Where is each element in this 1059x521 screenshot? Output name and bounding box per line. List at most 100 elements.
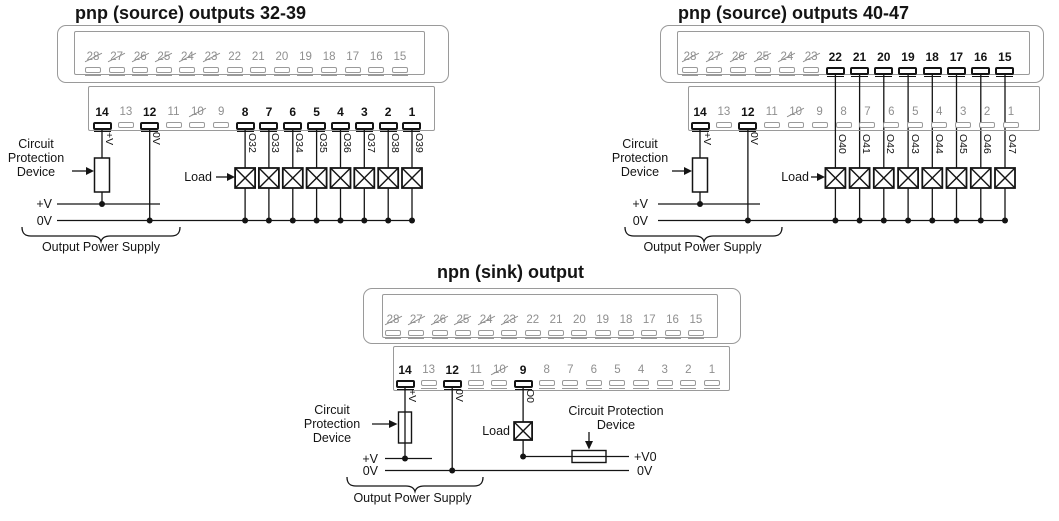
terminal: 21 bbox=[850, 50, 870, 77]
terminal: 3 bbox=[953, 106, 973, 131]
terminal-pin bbox=[155, 67, 172, 76]
terminal: 22 bbox=[825, 51, 845, 77]
terminal-pin bbox=[656, 380, 673, 389]
terminal: 10 bbox=[786, 106, 806, 131]
npn-zero-v-label: 0V bbox=[362, 464, 378, 478]
terminal-pin bbox=[703, 380, 720, 389]
terminal: 5 bbox=[607, 364, 627, 389]
terminal-pin bbox=[738, 122, 758, 132]
terminal-pin bbox=[979, 122, 996, 131]
pnp40-title: pnp (source) outputs 40-47 bbox=[678, 3, 910, 23]
terminal: 6 bbox=[584, 364, 604, 389]
terminal-pin bbox=[850, 67, 870, 77]
terminal-pin bbox=[402, 122, 422, 132]
terminal: 4 bbox=[929, 106, 949, 131]
terminal: 21 bbox=[248, 51, 268, 76]
terminal: 13 bbox=[714, 106, 734, 131]
terminal-number: 28 bbox=[386, 314, 400, 326]
npn-plus-v-label: +V bbox=[362, 451, 378, 466]
terminal-pin bbox=[442, 380, 462, 390]
terminal-pin bbox=[108, 67, 125, 76]
terminal-pin bbox=[431, 330, 448, 339]
terminal: 13 bbox=[419, 364, 439, 389]
pnp32-plus-v-label: +V bbox=[36, 197, 52, 211]
pnp40-output-label: O43 bbox=[908, 134, 921, 154]
terminal: 16 bbox=[366, 51, 386, 76]
pnp32-output-label: O32 bbox=[245, 133, 258, 153]
terminal: 24 bbox=[177, 51, 197, 76]
terminal-number: 16 bbox=[369, 51, 383, 63]
npn-zero-v-right-label: 0V bbox=[637, 463, 653, 478]
terminal-pin bbox=[454, 330, 471, 339]
terminal-number: 23 bbox=[204, 51, 218, 63]
terminal-number: 4 bbox=[637, 364, 645, 376]
pnp32-wire12-label: 0V bbox=[150, 132, 163, 145]
terminal: 20 bbox=[569, 314, 589, 339]
terminal: 16 bbox=[663, 314, 683, 339]
terminal-number: 19 bbox=[901, 50, 915, 64]
terminal-number: 6 bbox=[289, 105, 297, 119]
terminal: 14 bbox=[92, 105, 112, 132]
terminal-number: 15 bbox=[998, 50, 1012, 64]
terminal-number: 16 bbox=[973, 50, 988, 64]
terminal-pin bbox=[778, 67, 795, 76]
pnp32-loads bbox=[234, 167, 423, 189]
terminal-number: 18 bbox=[925, 50, 939, 64]
terminal-number: 18 bbox=[619, 314, 633, 326]
terminal-pin bbox=[321, 67, 338, 76]
terminal-pin bbox=[297, 67, 314, 76]
terminal-pin bbox=[995, 67, 1015, 77]
terminal-pin bbox=[273, 67, 290, 76]
terminal: 1 bbox=[702, 364, 722, 389]
terminal-number: 25 bbox=[157, 51, 171, 63]
pnp40-output-label: O44 bbox=[932, 134, 945, 154]
terminal-number: 9 bbox=[816, 106, 823, 118]
pnp40-load-label: Load bbox=[781, 170, 809, 184]
npn-cpd2-label: Circuit Protection Device bbox=[568, 404, 664, 432]
terminal-number: 14 bbox=[398, 363, 412, 377]
terminal-pin bbox=[907, 122, 924, 131]
terminal-pin bbox=[513, 380, 533, 390]
terminal-number: 21 bbox=[251, 51, 265, 63]
terminal-number: 3 bbox=[360, 105, 368, 119]
terminal: 27 bbox=[406, 314, 426, 339]
terminal-number: 21 bbox=[852, 50, 867, 64]
terminal-pin bbox=[946, 67, 966, 77]
terminal: 5 bbox=[905, 106, 925, 131]
pnp32-top-terminal-row: 28 27 26 25 24 23 22 21 bbox=[83, 51, 410, 76]
terminal-number: 11 bbox=[469, 364, 482, 376]
npn-brace bbox=[346, 476, 484, 494]
pnp40-wiring bbox=[624, 74, 1007, 244]
terminal: 5 bbox=[307, 106, 327, 132]
terminal-pin bbox=[385, 330, 401, 339]
pnp32-bottom-terminal-row: 14 13 12 11 10 9 8 7 bbox=[92, 105, 422, 132]
terminal-pin bbox=[478, 330, 495, 339]
terminal-number: 4 bbox=[936, 106, 943, 118]
pnp32-top-connector bbox=[74, 31, 425, 75]
terminal-pin bbox=[132, 67, 149, 76]
npn-junction-dots bbox=[402, 453, 527, 474]
terminal-number: 14 bbox=[95, 105, 109, 119]
terminal-pin bbox=[235, 122, 255, 132]
terminal: 12 bbox=[738, 106, 758, 132]
terminal-number: 1 bbox=[408, 105, 416, 119]
terminal-number: 7 bbox=[265, 105, 273, 119]
terminal-pin bbox=[664, 330, 681, 339]
terminal: 28 bbox=[83, 51, 103, 76]
terminal: 7 bbox=[857, 106, 877, 131]
terminal-pin bbox=[562, 380, 579, 389]
terminal-pin bbox=[189, 122, 206, 131]
npn-wire9-label: O0 bbox=[523, 389, 536, 404]
terminal-pin bbox=[213, 122, 230, 131]
terminal-number: 8 bbox=[241, 105, 249, 119]
terminal-number: 1 bbox=[708, 364, 716, 376]
terminal-pin bbox=[368, 67, 385, 76]
terminal: 20 bbox=[874, 50, 894, 77]
pnp40-output-label: O41 bbox=[860, 134, 873, 154]
terminal: 23 bbox=[201, 51, 221, 76]
terminal: 24 bbox=[777, 51, 797, 76]
pnp40-cpd-label: Circuit Protection Device bbox=[611, 137, 669, 179]
terminal-number: 20 bbox=[877, 50, 891, 64]
terminal: 24 bbox=[476, 314, 496, 339]
